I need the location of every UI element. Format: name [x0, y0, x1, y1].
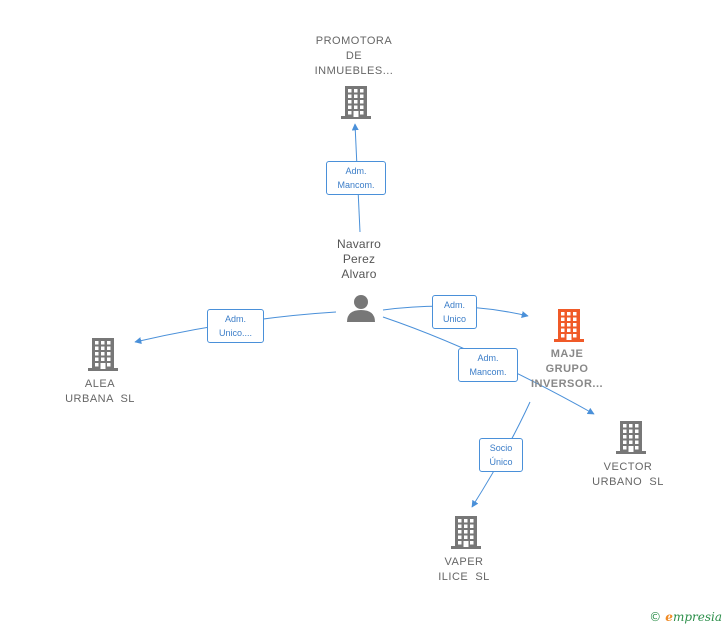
edge-label-adm-unico-maje[interactable]: Adm. Unico — [432, 295, 477, 329]
label-line: Perez — [342, 252, 376, 266]
label-line: URBANA SL — [65, 393, 135, 405]
label-line: INVERSOR... — [530, 378, 604, 390]
edge-label-line: Único — [489, 457, 513, 467]
edge-label-line: Unico — [442, 314, 466, 324]
label-line: ALEA — [84, 378, 116, 390]
edge-label-line: Mancom. — [337, 180, 375, 190]
building-icon[interactable] — [616, 421, 646, 454]
edge-label-adm-mancom-vector[interactable]: Adm. Mancom. — [458, 348, 518, 382]
building-icon[interactable] — [554, 309, 584, 342]
empresia-watermark: ©empresia — [649, 610, 722, 624]
label-line: Alvaro — [341, 267, 377, 281]
edge-label-adm-unico-alea[interactable]: Adm. Unico.... — [207, 309, 264, 343]
edge-label-line: Adm. — [345, 166, 367, 176]
label-line: INMUEBLES... — [314, 65, 394, 77]
building-icon[interactable] — [88, 338, 118, 371]
copyright-symbol: © — [649, 610, 662, 624]
edge-label-line: Unico.... — [218, 328, 252, 338]
label-line: VAPER — [444, 556, 484, 568]
label-line: MAJE — [550, 348, 584, 360]
edge-label-adm-mancom-promotora[interactable]: Adm. Mancom. — [326, 161, 386, 195]
building-icon[interactable] — [451, 516, 481, 549]
node-maje-label[interactable]: MAJE GRUPO INVERSOR... — [531, 347, 603, 392]
label-line: GRUPO — [545, 363, 589, 375]
label-line: Navarro — [336, 237, 382, 251]
label-line: DE — [345, 50, 363, 62]
edge-label-line: Adm. — [477, 353, 499, 363]
edge-label-line: Adm. — [224, 314, 246, 324]
brand-initial: e — [665, 610, 673, 624]
edge-label-socio-unico-vaper[interactable]: Socio Único — [479, 438, 523, 472]
brand-name: mpresia — [672, 610, 722, 624]
edge-label-line: Socio — [489, 443, 513, 453]
node-promotora-label[interactable]: PROMOTORA DE INMUEBLES... — [315, 34, 394, 79]
label-line: ILICE SL — [438, 571, 490, 583]
label-line: URBANO SL — [592, 476, 664, 488]
label-line: VECTOR — [603, 461, 653, 473]
edge-label-line: Adm. — [443, 300, 465, 310]
building-icon[interactable] — [341, 86, 371, 119]
person-icon[interactable] — [347, 295, 375, 322]
node-vaper-label[interactable]: VAPER ILICE SL — [438, 555, 490, 585]
node-alea-label[interactable]: ALEA URBANA SL — [65, 377, 135, 407]
node-vector-label[interactable]: VECTOR URBANO SL — [592, 460, 664, 490]
label-line: PROMOTORA — [315, 35, 393, 47]
edge-label-line: Mancom. — [469, 367, 507, 377]
node-person-label[interactable]: Navarro Perez Alvaro — [337, 237, 381, 282]
